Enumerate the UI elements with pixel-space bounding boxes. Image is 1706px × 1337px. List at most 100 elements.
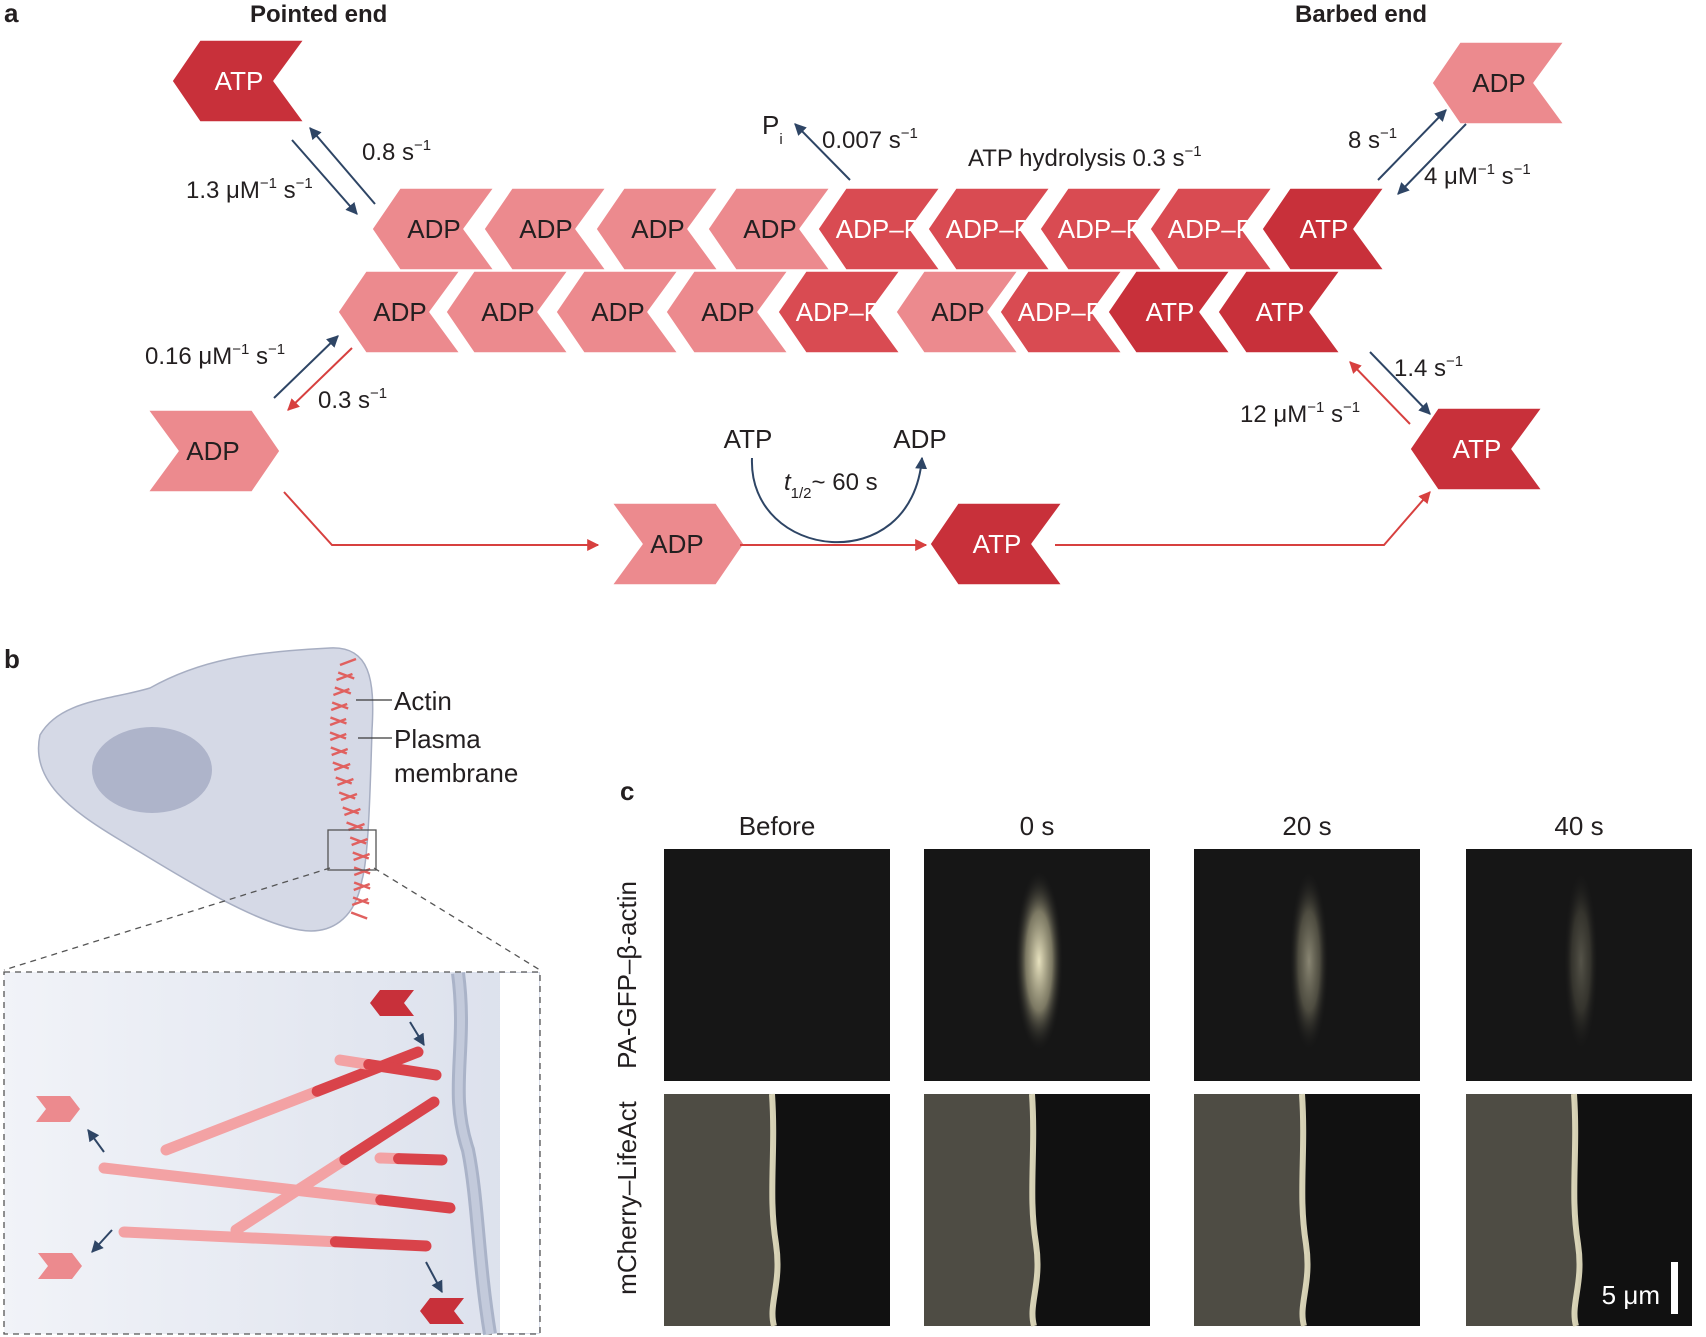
pointed-on-arrow [291, 139, 358, 215]
bottom-row-subunit-2-label: ADP [481, 297, 534, 327]
pointed-on-rate: 1.3 μM−1 s−1 [186, 175, 313, 204]
monomer-free-adp-left: ADP [147, 409, 281, 493]
column-header-4: 40 s [1554, 811, 1603, 841]
top-row-subunit-2-shape [483, 187, 607, 271]
top-row-subunit-6: ADP–Pi [927, 187, 1051, 271]
outside-cell [500, 973, 539, 1333]
actin-tick [330, 702, 348, 712]
column-header-3: 20 s [1282, 811, 1331, 841]
recycle-arrow-1 [283, 491, 600, 551]
barbed-end-label: Barbed end [1295, 1, 1427, 28]
zoom-filament-5-new [363, 1059, 442, 1081]
panel-b-label: b [4, 644, 20, 674]
pointed-off-rate: 0.8 s−1 [362, 137, 431, 166]
exchange-from-label: ATP [724, 424, 773, 454]
top-row-subunit-8-label: ADP–Pi [1168, 214, 1256, 249]
top-row-subunit-4-shape [707, 187, 831, 271]
actin-tick [329, 717, 347, 727]
zoom-arrow-on-top [409, 1021, 425, 1047]
monomer-free-atp-middle: ATP [929, 502, 1063, 586]
bottom-row-subunit-9: ATP [1217, 270, 1341, 354]
actin-tick [346, 821, 363, 830]
zoom-filament-2-new [375, 1194, 456, 1214]
zoom-filament-6-new [393, 1153, 448, 1166]
bottom-row-subunit-5-shape [777, 270, 901, 354]
atp-hydrolysis-rate: ATP hydrolysis 0.3 s−1 [968, 143, 1202, 172]
top-row-subunit-4-label: ADP [743, 214, 796, 244]
barbed-on-rate: 4 μM−1 s−1 [1424, 161, 1531, 190]
bottom-barbed-on-rate: 12 μM−1 s−1 [1240, 399, 1360, 428]
lifeact-cell-4 [1466, 1094, 1580, 1326]
top-row-subunit-3: ADP [595, 187, 719, 271]
actin-tick [332, 687, 350, 697]
lifeact-cell-1 [664, 1094, 778, 1326]
nucleotide-exchange-arc [750, 456, 928, 543]
bottom-pointed-on-rate: 0.16 μM−1 s−1 [145, 341, 285, 370]
barbed-off-rate: 8 s−1 [1348, 125, 1397, 154]
monomer-free-adp-middle-shape [611, 502, 745, 586]
pi-label: Pi [762, 110, 783, 148]
pi-release-rate: 0.007 s−1 [822, 125, 918, 154]
top-row-subunit-2: ADP [483, 187, 607, 271]
bottom-row-subunit-8: ATP [1107, 270, 1231, 354]
cell-body [37, 647, 374, 932]
bottom-row-subunit-9-shape [1217, 270, 1341, 354]
bottom-row-subunit-8-label: ATP [1146, 297, 1195, 327]
zoom-filament-1-new [311, 1046, 424, 1097]
zoom-filament-3-old [118, 1226, 341, 1248]
nucleus [92, 727, 212, 813]
top-row-subunit-5-shape [817, 187, 941, 271]
row-label-pa-gfp: PA-GFP–β-actin [612, 881, 642, 1069]
zoom-line-right [373, 867, 541, 971]
zoom-line-left [3, 867, 331, 971]
bottom-row-subunit-6-label: ADP [931, 297, 984, 327]
pa-gfp-signal-2 [1015, 871, 1063, 1051]
membrane-label: membrane [394, 758, 518, 788]
actin-tick [338, 791, 356, 800]
exchange-half-time: t1/2~ 60 s [784, 469, 878, 502]
zoomed-filaments [36, 990, 464, 1324]
bottom-row-subunit-7: ADP–Pi [999, 270, 1123, 354]
lifeact-edge-1 [769, 1093, 781, 1327]
monomer-free-atp-middle-label: ATP [973, 529, 1022, 559]
actin-tick [348, 822, 365, 832]
actin-tick [330, 716, 347, 725]
monomer-pointed-atp-shape [171, 39, 305, 123]
zoom-filament-4-old [230, 1154, 351, 1236]
lifeact-cell-2 [924, 1094, 1038, 1326]
actin-tick [353, 882, 371, 892]
monomer-free-adp-left-label: ADP [186, 436, 239, 466]
top-row-subunit-6-label: ADP–Pi [946, 214, 1034, 249]
zoom-arrow-off-bottom [91, 1229, 113, 1253]
actin-tick [339, 657, 357, 667]
top-row-subunit-7-shape [1039, 187, 1163, 271]
zoom-filament-1-old [160, 1085, 323, 1156]
actin-tick [353, 881, 371, 890]
monomer-free-atp-right-label: ATP [1453, 434, 1502, 464]
actin-tick [332, 761, 350, 770]
actin-tick [343, 807, 361, 817]
top-row-subunit-1-shape [371, 187, 495, 271]
top-row-subunit-4: ADP [707, 187, 831, 271]
top-row-subunit-5-label: ADP–Pi [836, 214, 924, 249]
top-row-subunit-3-label: ADP [631, 214, 684, 244]
actin-tick [353, 852, 371, 862]
plasma-label: Plasma [394, 724, 481, 754]
bottom-row-subunit-4-shape [665, 270, 789, 354]
monomer-barbed-adp-shape [1431, 41, 1565, 125]
bottom-row-subunit-9-label: ATP [1256, 297, 1305, 327]
top-row-subunit-9: ATP [1261, 187, 1385, 271]
bottom-row-subunit-3-shape [555, 270, 679, 354]
bottom-pointed-off-arrow [287, 347, 353, 411]
scale-bar [1671, 1262, 1678, 1314]
exchange-to-label: ADP [893, 424, 946, 454]
monomer-free-atp-middle-shape [929, 502, 1063, 586]
bottom-row-subunit-6: ADP [895, 270, 1019, 354]
column-header-1: Before [739, 811, 816, 841]
bottom-row-subunit-2: ADP [445, 270, 569, 354]
top-row-subunit-1-label: ADP [407, 214, 460, 244]
zoom-monomer-adp-bottom [38, 1253, 82, 1279]
zoom-arrow-on-bottom [425, 1261, 443, 1294]
bottom-row-subunit-7-shape [999, 270, 1123, 354]
actin-tick [331, 747, 349, 757]
